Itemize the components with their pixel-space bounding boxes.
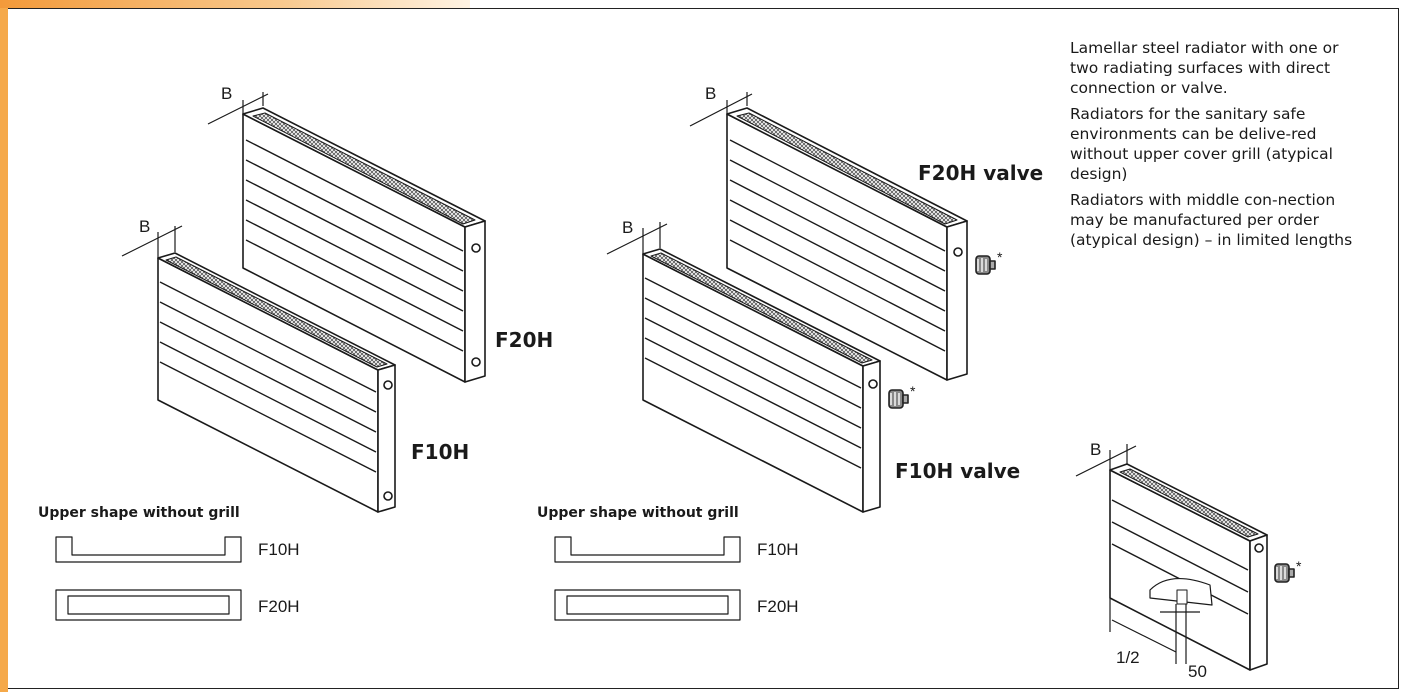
label-f20h: F20H [495, 328, 554, 352]
description-paragraph: Radiators for the sanitary safe environm… [1070, 105, 1333, 183]
shape-label: F20H [258, 597, 300, 616]
radiator-f20h-valve [726, 107, 996, 381]
asterisk-note: * [910, 383, 916, 399]
dim-b: B [139, 217, 151, 236]
shape-label: F10H [757, 540, 799, 559]
radiator-f20h [242, 107, 486, 383]
dim-50: 50 [1188, 662, 1207, 681]
description-block: Lamellar steel radiator with one or two … [1070, 38, 1370, 256]
orange-corner [0, 0, 470, 8]
dim-b: B [221, 84, 233, 103]
radiator-f10h-valve [642, 248, 909, 513]
orange-edge [0, 0, 8, 692]
shape-label: F20H [757, 597, 799, 616]
shape-label: F10H [258, 540, 300, 559]
label-f20h-valve: F20H valve [918, 161, 1044, 185]
radiator-f10h [157, 252, 396, 513]
diagram-frame [8, 8, 1399, 689]
label-f10h: F10H [411, 440, 470, 464]
dim-b: B [1090, 440, 1102, 459]
dim-b: B [705, 84, 717, 103]
description-paragraph: Lamellar steel radiator with one or two … [1070, 39, 1339, 97]
radiator-middle-connection [1109, 463, 1295, 671]
upper-shape-profiles [55, 536, 741, 621]
label-f10h-valve: F10H valve [895, 459, 1021, 483]
upper-shape-title-left: Upper shape without grill [38, 505, 240, 521]
upper-shape-title-right: Upper shape without grill [537, 505, 739, 521]
asterisk-note: * [1296, 558, 1302, 574]
dim-half: 1/2 [1116, 648, 1140, 667]
asterisk-note: * [997, 249, 1003, 265]
dim-b: B [622, 218, 634, 237]
description-paragraph: Radiators with middle con-nection may be… [1070, 191, 1353, 249]
